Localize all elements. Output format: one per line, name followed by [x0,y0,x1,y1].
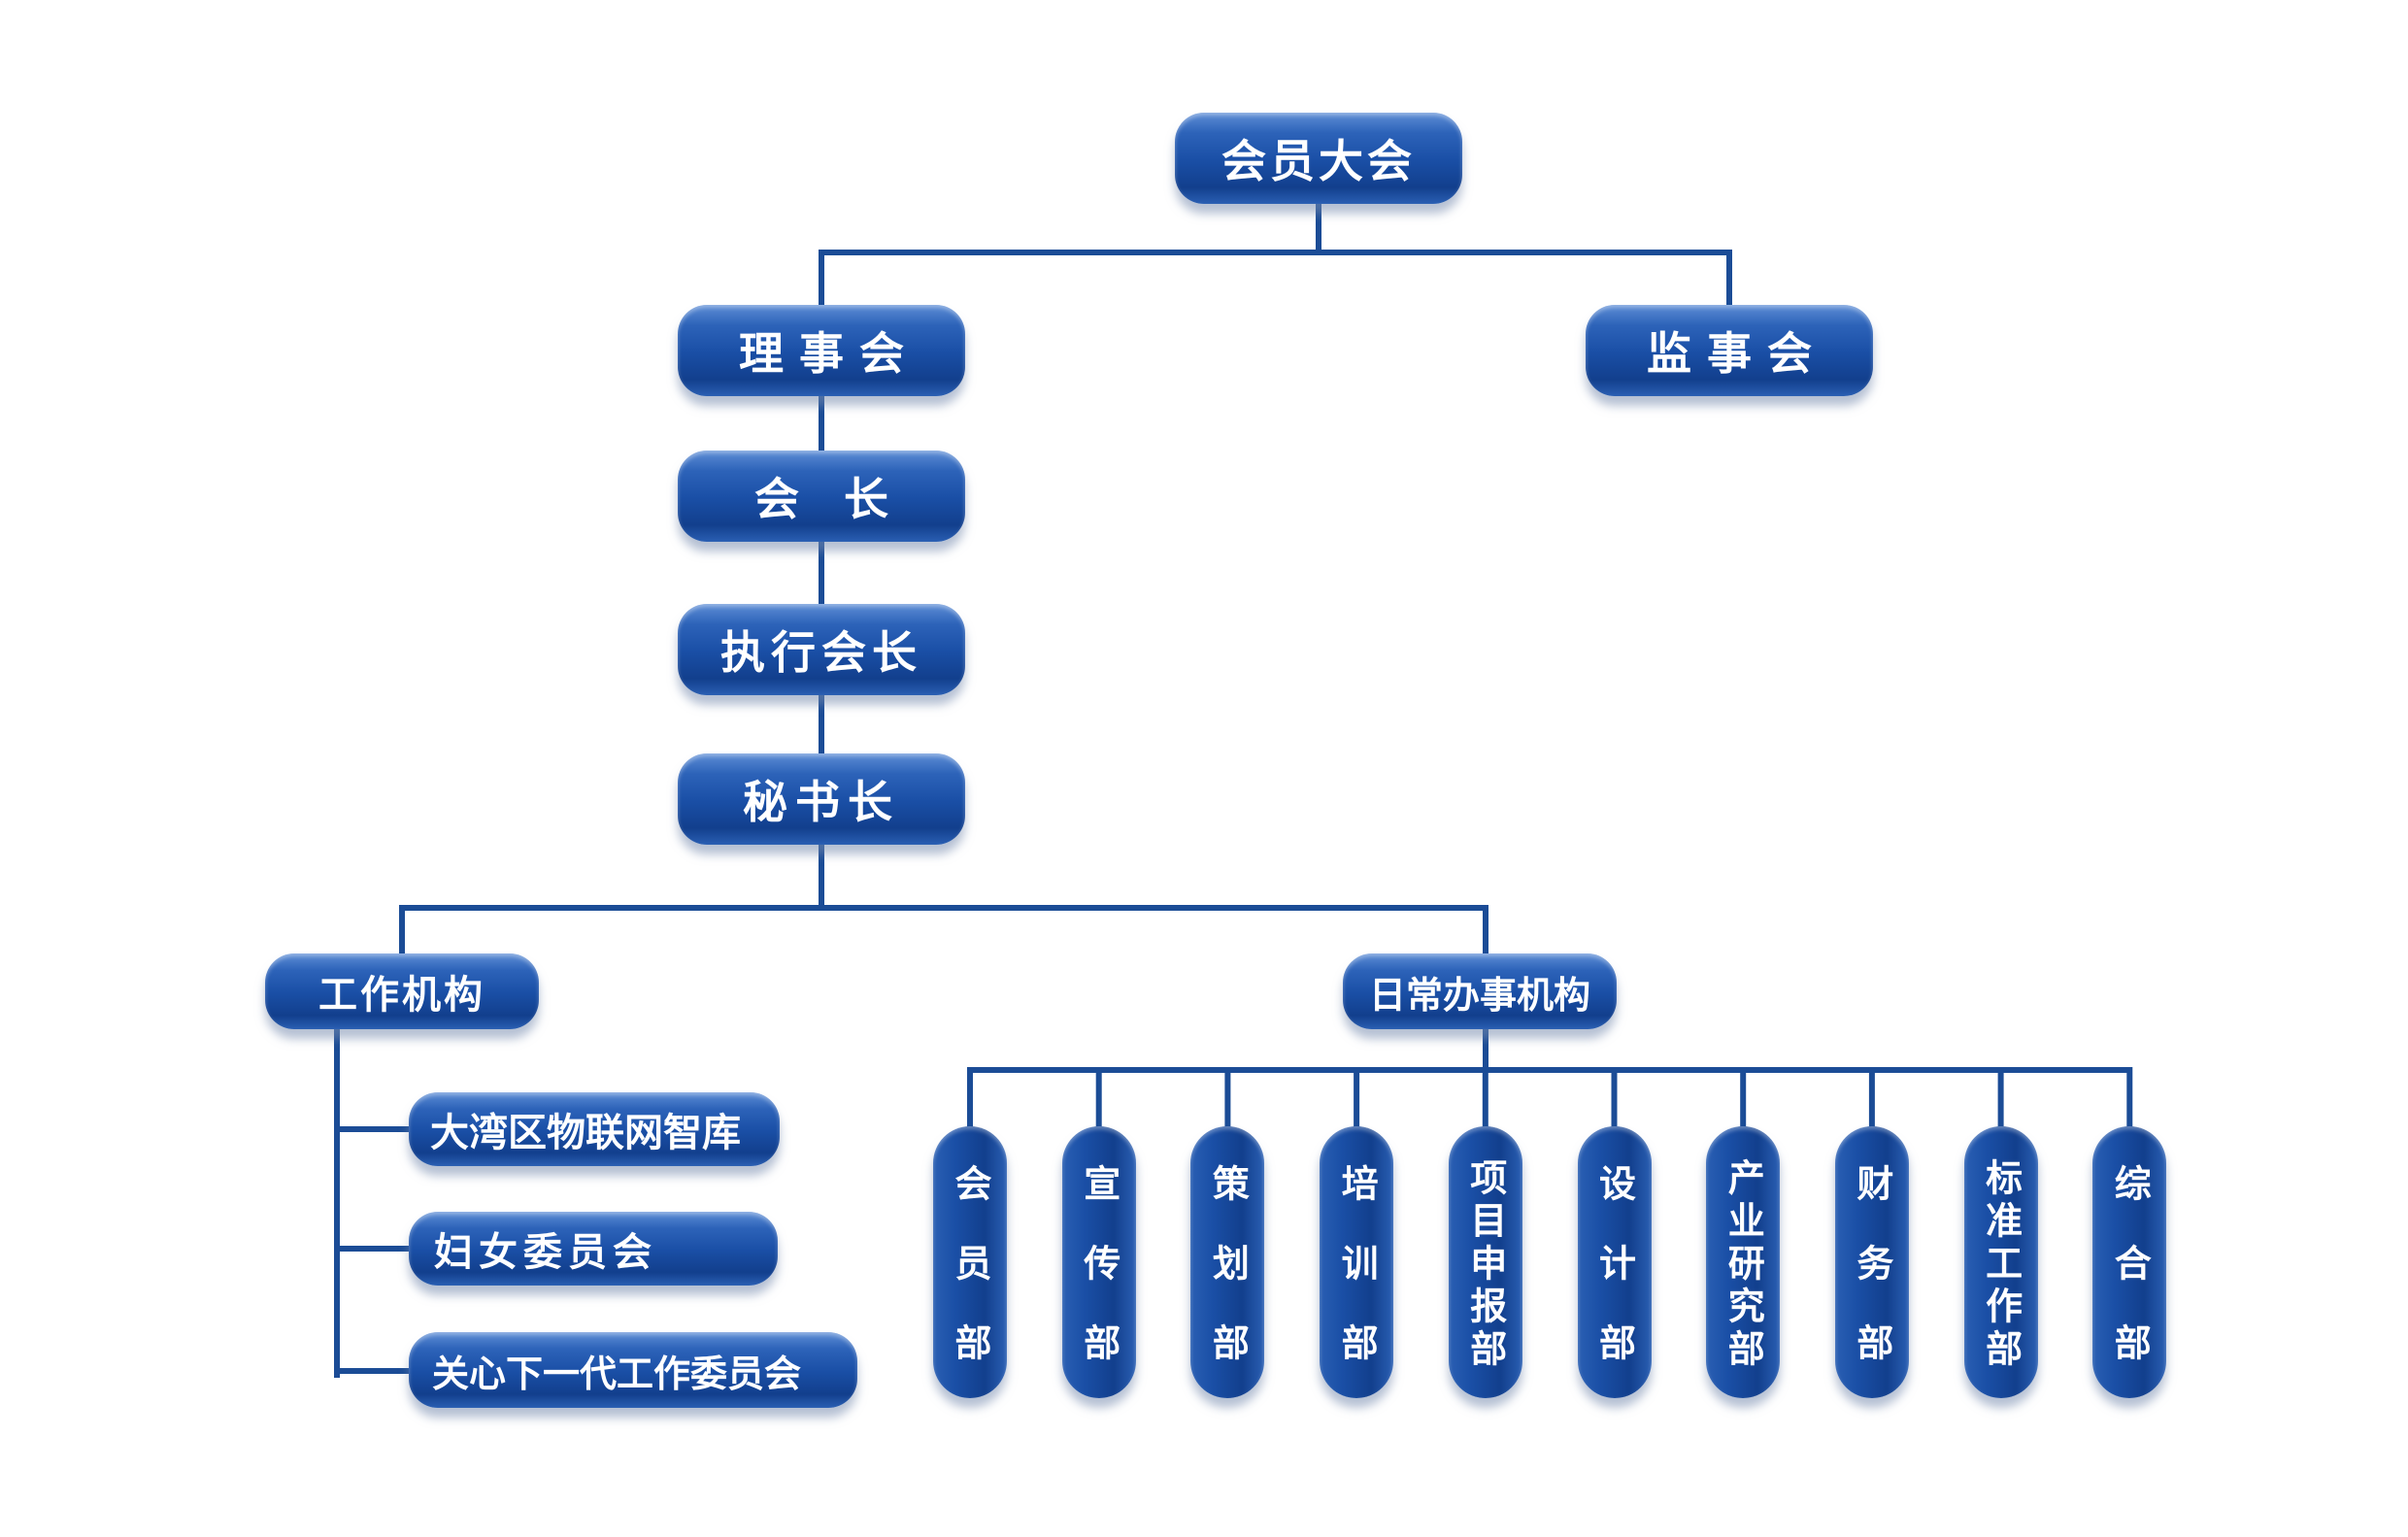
node-supervisory-board-label: 监 事 会 [1646,327,1813,380]
node-council[interactable]: 理 事 会 [678,305,965,396]
node-bay-area-iot-think-tank[interactable]: 大湾区物联网智库 [409,1092,780,1166]
dept-publicity-label: 宣传部 [1077,1164,1120,1403]
dept-standards[interactable]: 标准工作部 [1963,1126,2038,1398]
dept-training-label: 培训部 [1335,1164,1379,1403]
dept-standards-label: 标准工作部 [1979,1158,2023,1372]
dept-industry-research-label: 产业研究部 [1722,1158,1765,1372]
node-next-generation-committee[interactable]: 关心下一代工作委员会 [409,1332,857,1408]
node-general-assembly[interactable]: 会员大会 [1175,113,1462,204]
dept-project-application[interactable]: 项目申报部 [1448,1126,1522,1398]
dept-general[interactable]: 综合部 [2092,1126,2167,1403]
dept-design-label: 设计部 [1592,1164,1636,1403]
node-president-label: 会 长 [754,473,888,525]
node-executive-president[interactable]: 执行会长 [678,604,965,695]
node-president[interactable]: 会 长 [678,451,965,542]
node-working-bodies-label: 工作机构 [318,973,485,1018]
node-general-assembly-label: 会员大会 [1221,135,1416,187]
dept-finance[interactable]: 财务部 [1834,1126,1909,1403]
node-supervisory-board[interactable]: 监 事 会 [1586,305,1873,396]
dept-project-application-label: 项目申报部 [1463,1158,1507,1372]
node-secretary-general[interactable]: 秘书长 [678,753,965,845]
node-bay-area-iot-think-tank-label: 大湾区物联网智库 [430,1111,741,1155]
dept-member[interactable]: 会员部 [933,1126,1007,1403]
dept-design[interactable]: 设计部 [1577,1126,1652,1403]
dept-finance-label: 财务部 [1850,1164,1893,1403]
node-daily-offices[interactable]: 日常办事机构 [1343,953,1617,1029]
dept-planning[interactable]: 策划部 [1190,1126,1265,1403]
dept-training[interactable]: 培训部 [1320,1126,1394,1403]
dept-member-label: 会员部 [949,1164,991,1403]
dept-industry-research[interactable]: 产业研究部 [1706,1126,1781,1398]
node-next-generation-committee-label: 关心下一代工作委员会 [432,1352,802,1395]
node-secretary-general-label: 秘书长 [743,776,900,828]
dept-publicity[interactable]: 宣传部 [1061,1126,1136,1403]
node-womens-committee[interactable]: 妇女委员会 [409,1212,778,1286]
node-working-bodies[interactable]: 工作机构 [265,953,539,1029]
dept-planning-label: 策划部 [1206,1164,1250,1403]
node-daily-offices-label: 日常办事机构 [1368,973,1590,1017]
dept-general-label: 综合部 [2108,1164,2152,1403]
node-executive-president-label: 执行会长 [720,626,922,679]
node-womens-committee-label: 妇女委员会 [434,1230,657,1275]
node-council-label: 理 事 会 [738,327,905,380]
